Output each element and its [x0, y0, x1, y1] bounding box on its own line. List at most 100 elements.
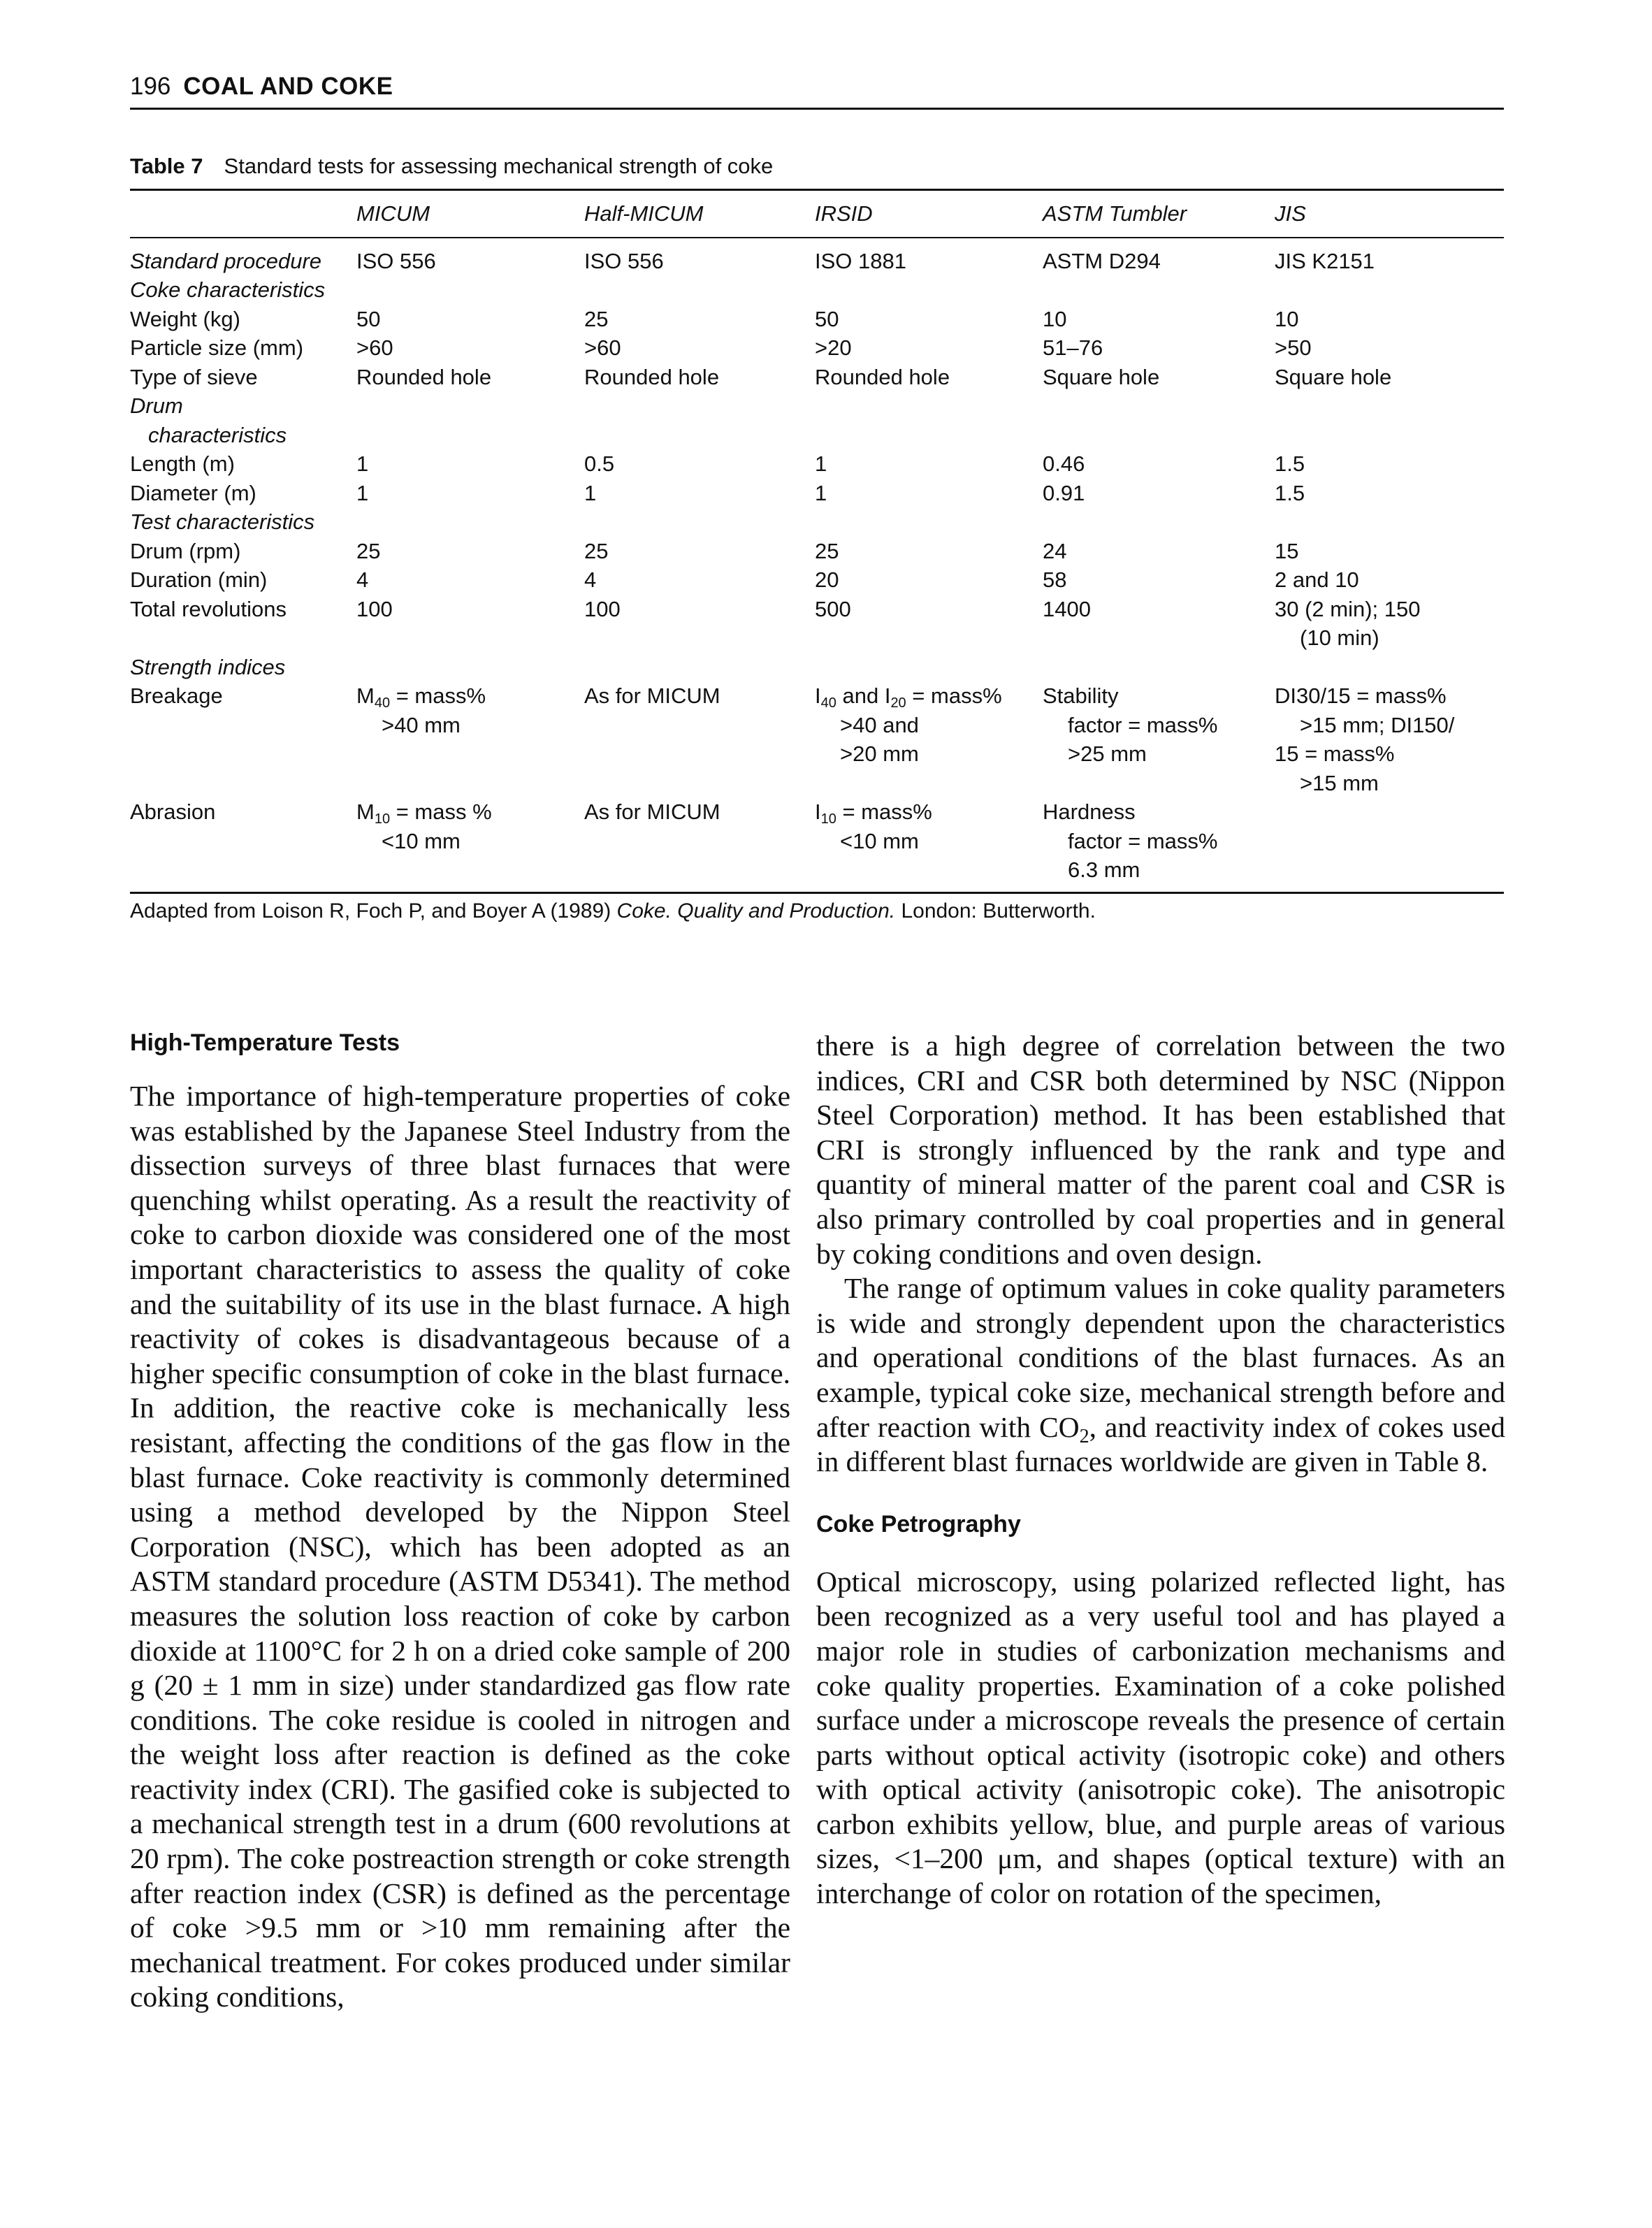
table-cell: 100 [356, 596, 393, 621]
strength-tests-table: MICUM Half-MICUM IRSID ASTM Tumbler JIS … [130, 189, 1504, 894]
header-cell: MICUM [356, 189, 584, 238]
section-heading: High-Temperature Tests [130, 1029, 400, 1056]
section-row: Test characteristics [130, 507, 1504, 537]
row-label: Drum (rpm) [130, 538, 241, 563]
symbol: M [356, 683, 375, 708]
section-label: Coke characteristics [130, 277, 326, 302]
table-cell: 0.5 [584, 451, 615, 476]
table-cell: 1 [356, 480, 369, 505]
section-row: Strength indices [130, 653, 1504, 682]
row-label: Breakage [130, 683, 223, 708]
table-cell: 4 [356, 567, 369, 592]
subscript: 40 [820, 695, 836, 711]
body-paragraph: The range of optimum values in coke qual… [816, 1271, 1505, 1480]
cell-line: 15 = mass% [1275, 742, 1395, 766]
running-title: COAL AND COKE [183, 73, 393, 100]
section-label: Strength indices [130, 654, 286, 679]
table-row: Particle size (mm) >60 >60 >20 51–76 >50 [130, 333, 1504, 363]
cell-continuation: >15 mm; DI150/ [1300, 712, 1455, 737]
subscript: 20 [890, 695, 906, 711]
cell-line: M10 = mass % [356, 797, 584, 827]
table-cell: 25 [815, 538, 839, 563]
table-cell: 58 [1043, 567, 1067, 592]
row-label: Length (m) [130, 451, 235, 476]
cell-text: = mass % [390, 800, 492, 824]
page-header: 196 COAL AND COKE [130, 73, 1504, 110]
table-row: Abrasion M10 = mass % <10 mm As for MICU… [130, 797, 1504, 894]
table-cell: 100 [584, 596, 621, 621]
subscript: 10 [374, 811, 391, 827]
table-cell: DI30/15 = mass% >15 mm; DI150/ 15 = mass… [1275, 681, 1504, 797]
header-cell [130, 189, 356, 238]
row-label: Type of sieve [130, 364, 258, 389]
table-cell: 1 [815, 451, 827, 476]
table-cell: Hardness factor = mass% 6.3 mm [1043, 797, 1275, 894]
table-cell: 1.5 [1275, 451, 1305, 476]
cell-continuation: <10 mm [382, 828, 461, 853]
paragraph-text: , and reactivity index of cokes used in … [816, 1410, 1505, 1478]
table-cell: M40 = mass% >40 mm [356, 681, 584, 797]
section-row: Drum characteristics [130, 391, 1504, 449]
cell-continuation: factor = mass% [1068, 828, 1218, 853]
table-row: Type of sieve Rounded hole Rounded hole … [130, 363, 1504, 392]
table-cell: ISO 1881 [815, 248, 906, 273]
table-cell: Square hole [1043, 364, 1160, 389]
cell-text: = mass% [390, 683, 486, 708]
page-number: 196 [130, 73, 171, 100]
source-text: London: Butterworth. [895, 899, 1096, 923]
subscript: 40 [374, 695, 391, 711]
table-cell: Rounded hole [356, 364, 492, 389]
subscript: 2 [1079, 1425, 1089, 1447]
table-cell: JIS K2151 [1275, 248, 1375, 273]
symbol: I [815, 800, 821, 824]
table-cell: >50 [1275, 335, 1312, 360]
symbol: I [815, 683, 821, 708]
table-cell [1275, 797, 1504, 894]
table-row: Drum (rpm) 25 25 25 24 15 [130, 537, 1504, 566]
cell-line: Hardness [1043, 800, 1136, 824]
cell-line: M40 = mass% [356, 681, 584, 711]
table-cell: 0.91 [1043, 480, 1085, 505]
table-cell: As for MICUM [584, 797, 815, 894]
table-cell: ASTM D294 [1043, 248, 1161, 273]
table-cell: I10 = mass% <10 mm [815, 797, 1043, 894]
table-cell: >20 [815, 335, 852, 360]
row-label: Standard procedure [130, 248, 322, 273]
table-cell: >60 [584, 335, 621, 360]
table-row: Length (m) 1 0.5 1 0.46 1.5 [130, 449, 1504, 479]
cell-continuation: >25 mm [1068, 742, 1147, 766]
table-row: Duration (min) 4 4 20 58 2 and 10 [130, 565, 1504, 595]
cell-continuation: >40 and [840, 712, 919, 737]
cell-line: 30 (2 min); 150 [1275, 596, 1421, 621]
table-row: Breakage M40 = mass% >40 mm As for MICUM… [130, 681, 1504, 797]
table-cell: ISO 556 [584, 248, 664, 273]
table-cell: 50 [356, 306, 381, 331]
table-label: Table 7 [130, 154, 203, 178]
table-cell: 4 [584, 567, 597, 592]
section-label-line: Drum [130, 393, 183, 418]
table-cell: Square hole [1275, 364, 1392, 389]
cell-continuation: factor = mass% [1068, 712, 1218, 737]
section-label-line: characteristics [148, 422, 287, 447]
body-paragraph: Optical microscopy, using polarized refl… [816, 1565, 1505, 1910]
row-label: Diameter (m) [130, 480, 256, 505]
cell-continuation: >40 mm [382, 712, 461, 737]
table-cell: ISO 556 [356, 248, 436, 273]
table-row: Weight (kg) 50 25 50 10 10 [130, 305, 1504, 334]
row-label: Particle size (mm) [130, 335, 304, 360]
table-cell: 51–76 [1043, 335, 1103, 360]
header-cell: JIS [1275, 189, 1504, 238]
cell-text: = mass% [906, 683, 1002, 708]
table-cell: 15 [1275, 538, 1299, 563]
section-row: Coke characteristics [130, 275, 1504, 305]
table-header-row: MICUM Half-MICUM IRSID ASTM Tumbler JIS [130, 189, 1504, 238]
cell-line: DI30/15 = mass% [1275, 683, 1447, 708]
left-column: High-Temperature Tests The importance of… [130, 1029, 790, 2015]
table-cell: Rounded hole [584, 364, 720, 389]
row-label: Abrasion [130, 797, 356, 894]
row-label: Weight (kg) [130, 306, 240, 331]
source-book-title: Coke. Quality and Production. [616, 899, 896, 923]
table-cell: 1 [356, 451, 369, 476]
cell-continuation: >15 mm [1300, 770, 1379, 795]
table-cell: 20 [815, 567, 839, 592]
